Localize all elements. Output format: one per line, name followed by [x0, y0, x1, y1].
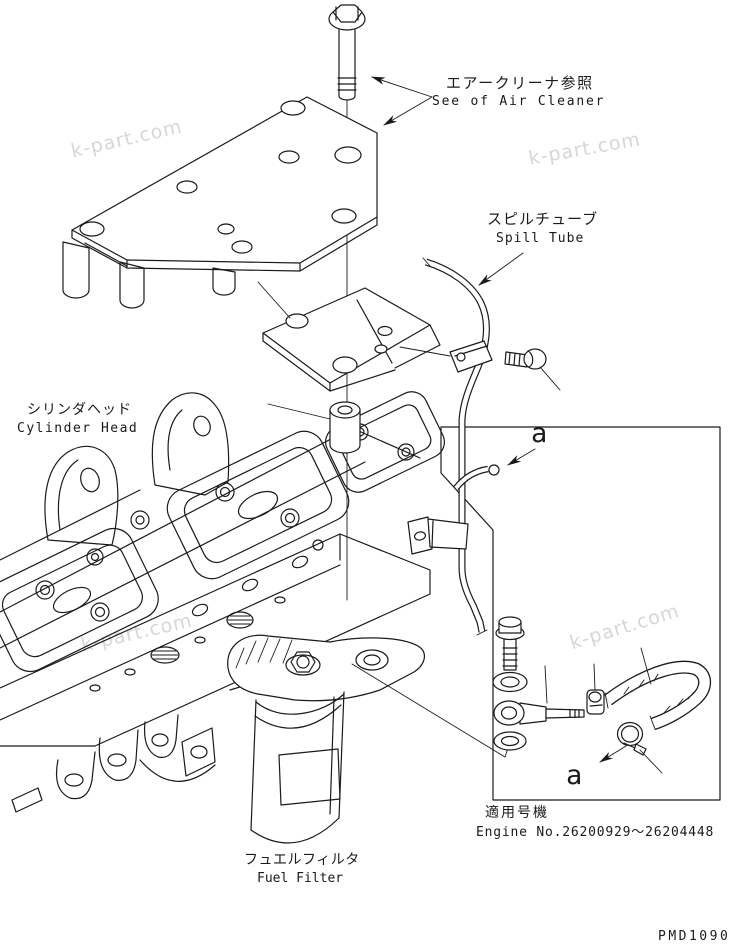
detail-marker-a-bottom: a	[566, 760, 583, 791]
spill-tube-drawing	[422, 257, 500, 636]
applicability-label-jp: 適用号機	[485, 805, 549, 821]
banjo-fitting-drawing	[493, 665, 585, 726]
fuel-filter-drawing	[227, 634, 510, 844]
hose-clamp-large-drawing	[616, 721, 663, 774]
spill-hose-drawing	[604, 647, 712, 731]
washer-lower-drawing	[493, 731, 527, 751]
air-cleaner-label-en: See of Air Cleaner	[432, 94, 606, 109]
callout-leaders	[371, 76, 627, 763]
cylinder-head-label-jp: シリンダヘッド	[27, 402, 132, 418]
cylinder-head-drawing	[0, 391, 445, 813]
drawing-number: PMD1090	[658, 929, 730, 944]
hose-clamp-small-drawing	[586, 663, 605, 715]
banjo-bolt-drawing	[495, 616, 525, 671]
air-cleaner-label-jp: エアークリーナ参照	[446, 74, 594, 92]
tube-clamp-upper-drawing	[399, 340, 493, 373]
spill-tube-label-jp: スピルチューブ	[487, 210, 599, 228]
clamp-bolt-drawing	[504, 348, 561, 391]
bracket-plate-drawing	[257, 281, 441, 454]
spill-tube-label-en: Spill Tube	[496, 231, 585, 246]
cylinder-head-label-en: Cylinder Head	[17, 421, 139, 436]
applicability-label-en: Engine No.26200929～26204448	[476, 825, 715, 840]
mount-bolt-drawing	[328, 4, 366, 101]
washer-upper-drawing	[492, 671, 528, 693]
air-cleaner-plate-drawing	[62, 96, 378, 309]
fuel-filter-label-jp: フュエルフィルタ	[244, 852, 360, 868]
detail-marker-a-top: a	[531, 418, 548, 449]
fuel-filter-label-en: Fuel Filter	[257, 871, 344, 886]
tube-clip-bracket-drawing	[407, 516, 469, 555]
detail-box	[440, 426, 721, 801]
